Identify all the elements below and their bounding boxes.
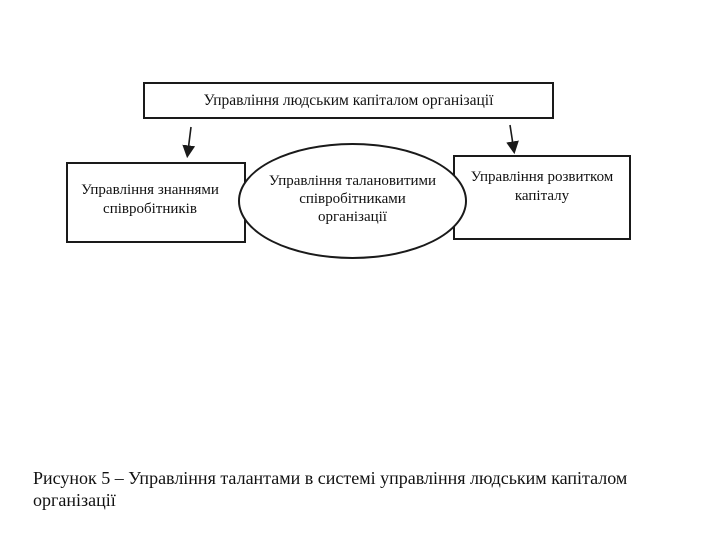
left-arrow [182, 126, 196, 159]
right-node-label: Управління розвитком капіталу [470, 169, 614, 204]
top-node-label: Управління людським капіталом організаці… [203, 91, 494, 109]
figure-caption: Рисунок 5 – Управління талантами в систе… [33, 468, 628, 510]
left-node-box: Управління знаннями співробітників [66, 162, 246, 243]
right-arrow [506, 124, 519, 155]
center-node-label: Управління талановитими співробітниками … [268, 172, 437, 226]
top-node-box: Управління людським капіталом організаці… [143, 82, 554, 119]
left-node-label: Управління знаннями співробітників [81, 181, 219, 217]
center-node-ellipse: Управління талановитими співробітниками … [238, 143, 467, 259]
right-node-box: Управління розвитком капіталу [453, 155, 631, 240]
